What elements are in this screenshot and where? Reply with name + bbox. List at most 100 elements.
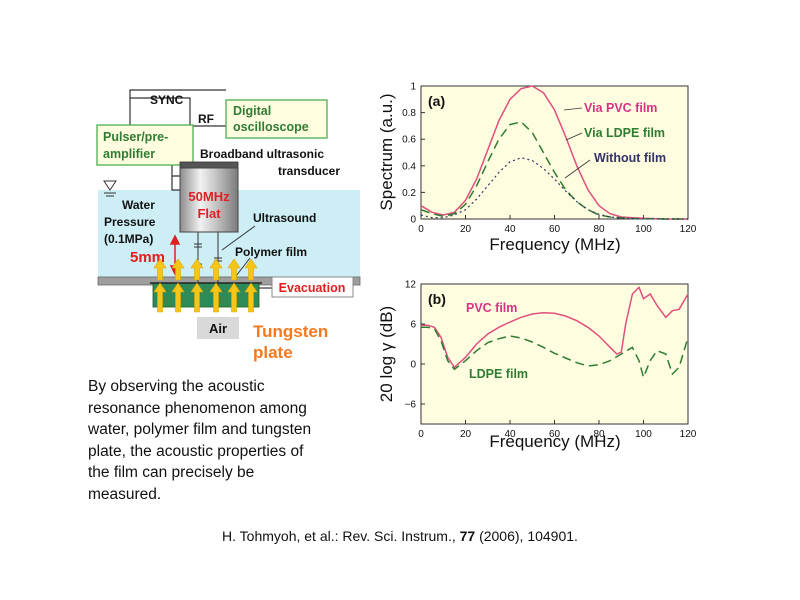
caption-line: plate, the acoustic properties of	[88, 442, 304, 460]
x-tick-label: 0	[418, 224, 424, 235]
water-label-2: Pressure	[104, 215, 156, 229]
transducer	[179, 167, 239, 233]
x-tick-label: 100	[635, 429, 652, 440]
caption-line: resonance phenomenon among	[88, 399, 307, 417]
incident-arrow-icon	[227, 282, 241, 313]
caption: By observing the acoustic resonance phen…	[88, 376, 358, 505]
y-tick-label: 0.6	[402, 135, 416, 146]
transducer-freq: 50MHz	[188, 189, 230, 204]
distance-label: 5mm	[130, 249, 165, 266]
pulser-label-2: amplifier	[103, 147, 155, 161]
incident-arrow-icon	[244, 282, 258, 313]
reference: H. Tohmyoh, et al.: Rev. Sci. Instrum., …	[0, 528, 800, 544]
polymer-pointer	[235, 257, 251, 277]
incident-arrow-icon	[227, 258, 241, 281]
y-tick-label: 0.2	[402, 188, 416, 199]
reference-volume: 77	[459, 528, 476, 544]
rf-label: RF	[198, 112, 214, 126]
x-tick-label: 120	[680, 224, 697, 235]
legend-ldpe: Via LDPE film	[584, 126, 665, 140]
incident-arrow-icon	[190, 282, 204, 313]
x-tick-label: 100	[635, 224, 652, 235]
x-tick-label: 40	[504, 224, 516, 235]
incident-arrow-icon	[190, 258, 204, 281]
series-line-ldpe-film	[421, 326, 689, 380]
chart-b-xlabel: Frequency (MHz)	[489, 432, 620, 451]
air-label: Air	[209, 321, 227, 336]
legend-nofilm: Without film	[594, 151, 666, 165]
y-tick-label: 0.8	[402, 108, 416, 119]
oscilloscope-label-1: Digital	[233, 104, 271, 118]
chart-a-series	[420, 85, 688, 220]
x-tick-label: 20	[460, 429, 472, 440]
transducer-label-1: Broadband ultrasonic	[200, 147, 324, 161]
x-tick-label: 80	[593, 224, 605, 235]
chart-b-panel-label: (b)	[428, 291, 446, 307]
x-tick-label: 40	[504, 429, 516, 440]
reference-prefix: H. Tohmyoh, et al.: Rev. Sci. Instrum.,	[222, 528, 460, 544]
polymer-label: Polymer film	[235, 245, 307, 259]
y-tick-label: 6	[410, 320, 416, 331]
setup-diagram: Pulser/pre- amplifier Digital oscillosco…	[96, 89, 361, 362]
chart-b-series	[421, 285, 689, 380]
x-tick-label: 20	[460, 224, 472, 235]
pulser-label-1: Pulser/pre-	[103, 130, 168, 144]
x-tick-label: 60	[549, 429, 561, 440]
water-surface-icon	[103, 180, 117, 197]
caption-line: measured.	[88, 485, 162, 503]
x-tick-label: 80	[593, 429, 605, 440]
caption-line: water, polymer film and tungsten	[88, 421, 312, 438]
incident-arrow-icon	[153, 282, 167, 313]
polymer-film-holder	[152, 282, 260, 308]
incident-arrows	[153, 258, 258, 313]
incident-arrow-icon	[244, 258, 258, 281]
series-line-pvc-film	[421, 285, 689, 369]
incident-arrow-icon	[209, 282, 223, 313]
incident-arrow-icon	[209, 258, 223, 281]
legend-pvc: Via PVC film	[584, 101, 657, 115]
tungsten-label-2: plate	[253, 343, 293, 362]
chart-a: (a) 0 20 40 60 80 100 120 0 0.2 0.4 0.6 0.8 1 Freque…	[377, 82, 697, 255]
chart-a-ticks: 0 20 40 60 80 100 120 0 0.2 0.4 0.6 0.8 1	[402, 82, 697, 236]
x-tick-label: 60	[549, 224, 561, 235]
x-tick-label: 120	[680, 429, 697, 440]
y-tick-label: 0.4	[402, 161, 416, 172]
ultrasound-pointer	[221, 225, 256, 251]
y-tick-label: −6	[405, 400, 417, 411]
incident-arrow-icon	[171, 282, 185, 313]
oscilloscope-label-2: oscilloscope	[233, 120, 309, 134]
legend-pvc-b: PVC film	[466, 301, 517, 315]
series-line-via-ldpe-film	[420, 121, 688, 220]
incident-arrow-icon	[153, 258, 167, 281]
transducer-label-2: transducer	[278, 164, 340, 178]
caption-line: By observing the acoustic	[88, 378, 265, 395]
chart-a-xlabel: Frequency (MHz)	[489, 235, 620, 254]
y-tick-label: 0	[410, 215, 416, 226]
legend-ldpe-pointer	[565, 132, 583, 141]
transducer-flat: Flat	[197, 206, 221, 221]
series-line-via-pvc-film	[420, 85, 688, 220]
y-tick-label: 0	[410, 360, 416, 371]
water-label-1: Water	[122, 198, 155, 212]
chart-a-plot-area	[420, 85, 689, 220]
ultrasound-label: Ultrasound	[253, 211, 316, 225]
reference-suffix: (2006), 104901.	[475, 528, 578, 544]
water-label-3: (0.1MPa)	[104, 232, 153, 246]
evacuation-label: Evacuation	[279, 281, 346, 295]
tungsten-label-1: Tungsten	[253, 322, 328, 341]
x-tick-label: 0	[418, 429, 424, 440]
legend-nofilm-pointer	[564, 159, 591, 179]
y-tick-label: 12	[405, 280, 417, 291]
legend-pvc-pointer	[563, 107, 583, 111]
caption-line: the film can precisely be	[88, 464, 255, 481]
evacuation-box	[271, 276, 354, 298]
sync-label: SYNC	[150, 93, 184, 107]
chart-a-panel-label: (a)	[428, 93, 445, 109]
legend-ldpe-b: LDPE film	[469, 367, 528, 381]
y-tick-label: 1	[410, 82, 416, 93]
air-box	[197, 317, 239, 339]
incident-arrow-icon	[171, 258, 185, 281]
oscilloscope-box	[225, 99, 328, 139]
